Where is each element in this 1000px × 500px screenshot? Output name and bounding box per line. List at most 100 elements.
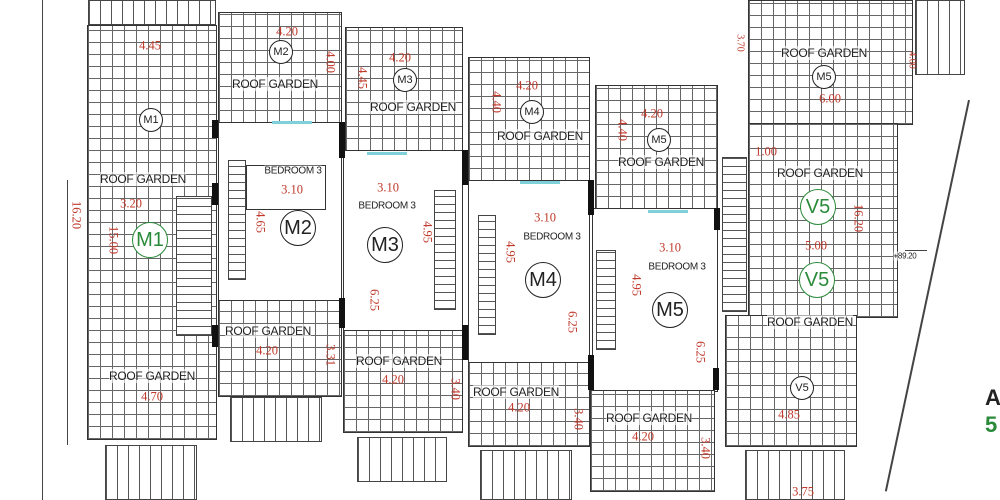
wall: [212, 120, 218, 138]
unit-tag: M5: [652, 292, 688, 328]
dimension-label: 4.20: [276, 24, 298, 39]
unit-tag: M5: [812, 65, 836, 89]
dimension-label: 3.40: [448, 378, 463, 400]
unit-tag: M3: [367, 227, 403, 263]
roof-garden-m4-bottom: [468, 362, 590, 447]
window: [648, 210, 688, 213]
room-label: ROOF GARDEN: [496, 129, 584, 143]
dimension-label: 4.20: [641, 106, 663, 121]
staircase-m5: [596, 250, 616, 350]
wall: [339, 298, 345, 328]
unit-tag: V5: [790, 376, 814, 400]
dimension-label: 4.40: [615, 119, 630, 141]
room-label: BEDROOM 3: [648, 261, 706, 273]
roof-garden-m5-top: [595, 85, 718, 210]
dimension-label: 3.40: [698, 437, 713, 459]
room-label: ROOF GARDEN: [776, 166, 864, 180]
room-label: ROOF GARDEN: [617, 155, 705, 169]
dimension-label: 6.25: [367, 289, 382, 311]
dimension-label: 3.70: [734, 34, 746, 52]
dimension-label: 6.00: [819, 91, 841, 106]
dimension-label: 3.40: [571, 408, 586, 430]
room-label: ROOF GARDEN: [355, 354, 443, 368]
room-label: ROOF GARDEN: [108, 369, 196, 383]
wall: [714, 208, 720, 230]
dimension-label: 4.70: [141, 389, 163, 404]
unit-tag: M5: [647, 128, 671, 152]
unit-tag: M3: [393, 68, 417, 92]
pergola-v5-side: [915, 0, 965, 75]
dimension-label: 3.20: [120, 196, 142, 211]
wall: [339, 122, 345, 158]
room-label: ROOF GARDEN: [99, 172, 187, 186]
dimension-label: 4.95: [503, 241, 518, 263]
roof-garden-m3-bottom: [343, 330, 463, 433]
dimension-label: 4.45: [355, 67, 370, 89]
dimension-label: 6.25: [565, 311, 580, 333]
unit-tag: V5: [800, 189, 836, 225]
room-label: BEDROOM 3: [358, 200, 416, 212]
boundary-line: [42, 0, 43, 500]
room-label: ROOF GARDEN: [231, 77, 319, 91]
roof-garden-m2-bottom: [218, 300, 342, 397]
dimension-label: 16.20: [69, 200, 84, 230]
room-label: ROOF GARDEN: [369, 100, 457, 114]
dimension-label: 3.10: [534, 210, 556, 225]
room-label: BEDROOM 3: [264, 165, 322, 177]
dimension-label: 4.20: [632, 429, 654, 444]
dimension-line: [67, 180, 68, 445]
level-line: [905, 250, 927, 251]
dimension-label: 4.20: [389, 50, 411, 65]
level-marker: +89.20: [893, 251, 917, 261]
room-label: ROOF GARDEN: [766, 315, 854, 329]
unit-tag: M1: [139, 108, 163, 132]
dimension-label: 1.00: [755, 144, 777, 159]
dimension-label: 4.40: [489, 91, 504, 113]
dimension-label: 3.10: [377, 180, 399, 195]
unit-tag: M2: [280, 210, 316, 246]
pergola-m1: [105, 445, 197, 500]
staircase-m1: [176, 196, 212, 336]
room-label: ROOF GARDEN: [780, 46, 868, 60]
pergola-m1-top: [88, 0, 216, 25]
dimension-label: 4.20: [256, 343, 278, 358]
pergola-m2: [230, 397, 322, 442]
window: [520, 181, 560, 184]
dimension-label: 4.45: [139, 38, 161, 53]
wall: [462, 150, 468, 185]
dimension-label: 4.00: [906, 51, 918, 69]
dimension-label: 15.00: [106, 225, 121, 255]
pergola-m3: [357, 437, 447, 482]
wall: [713, 368, 719, 390]
window: [272, 121, 312, 124]
dimension-label: 4.85: [778, 407, 800, 422]
dimension-label: 3.10: [659, 240, 681, 255]
unit-tag: M1: [132, 222, 168, 258]
window: [367, 152, 407, 155]
edge-text: 5: [985, 412, 998, 437]
dimension-label: 4.65: [253, 211, 268, 233]
dimension-label: 6.25: [693, 341, 708, 363]
edge-text: A: [985, 385, 1000, 410]
staircase-m3: [434, 190, 456, 310]
room-label: ROOF GARDEN: [472, 385, 560, 399]
pergola-m4: [480, 450, 572, 500]
dimension-label: 3.10: [281, 182, 303, 197]
dimension-label: 4.20: [508, 400, 530, 415]
room-label: BEDROOM 3: [523, 231, 581, 243]
roof-garden-m2-top: [218, 12, 342, 124]
unit-tag: V5: [799, 262, 835, 298]
unit-tag: M4: [520, 100, 544, 124]
wall: [462, 325, 468, 360]
dimension-label: 4.95: [420, 221, 435, 243]
room-label: ROOF GARDEN: [605, 411, 693, 425]
dimension-label: 5.00: [805, 238, 827, 253]
dimension-label: 16.20: [851, 203, 866, 233]
unit-tag: M2: [269, 40, 293, 64]
unit-tag: M4: [525, 262, 561, 298]
staircase-m2: [228, 160, 246, 280]
dimension-label: 4.95: [629, 274, 644, 296]
roof-garden-m5-bottom: [590, 390, 715, 492]
wall: [212, 183, 218, 205]
